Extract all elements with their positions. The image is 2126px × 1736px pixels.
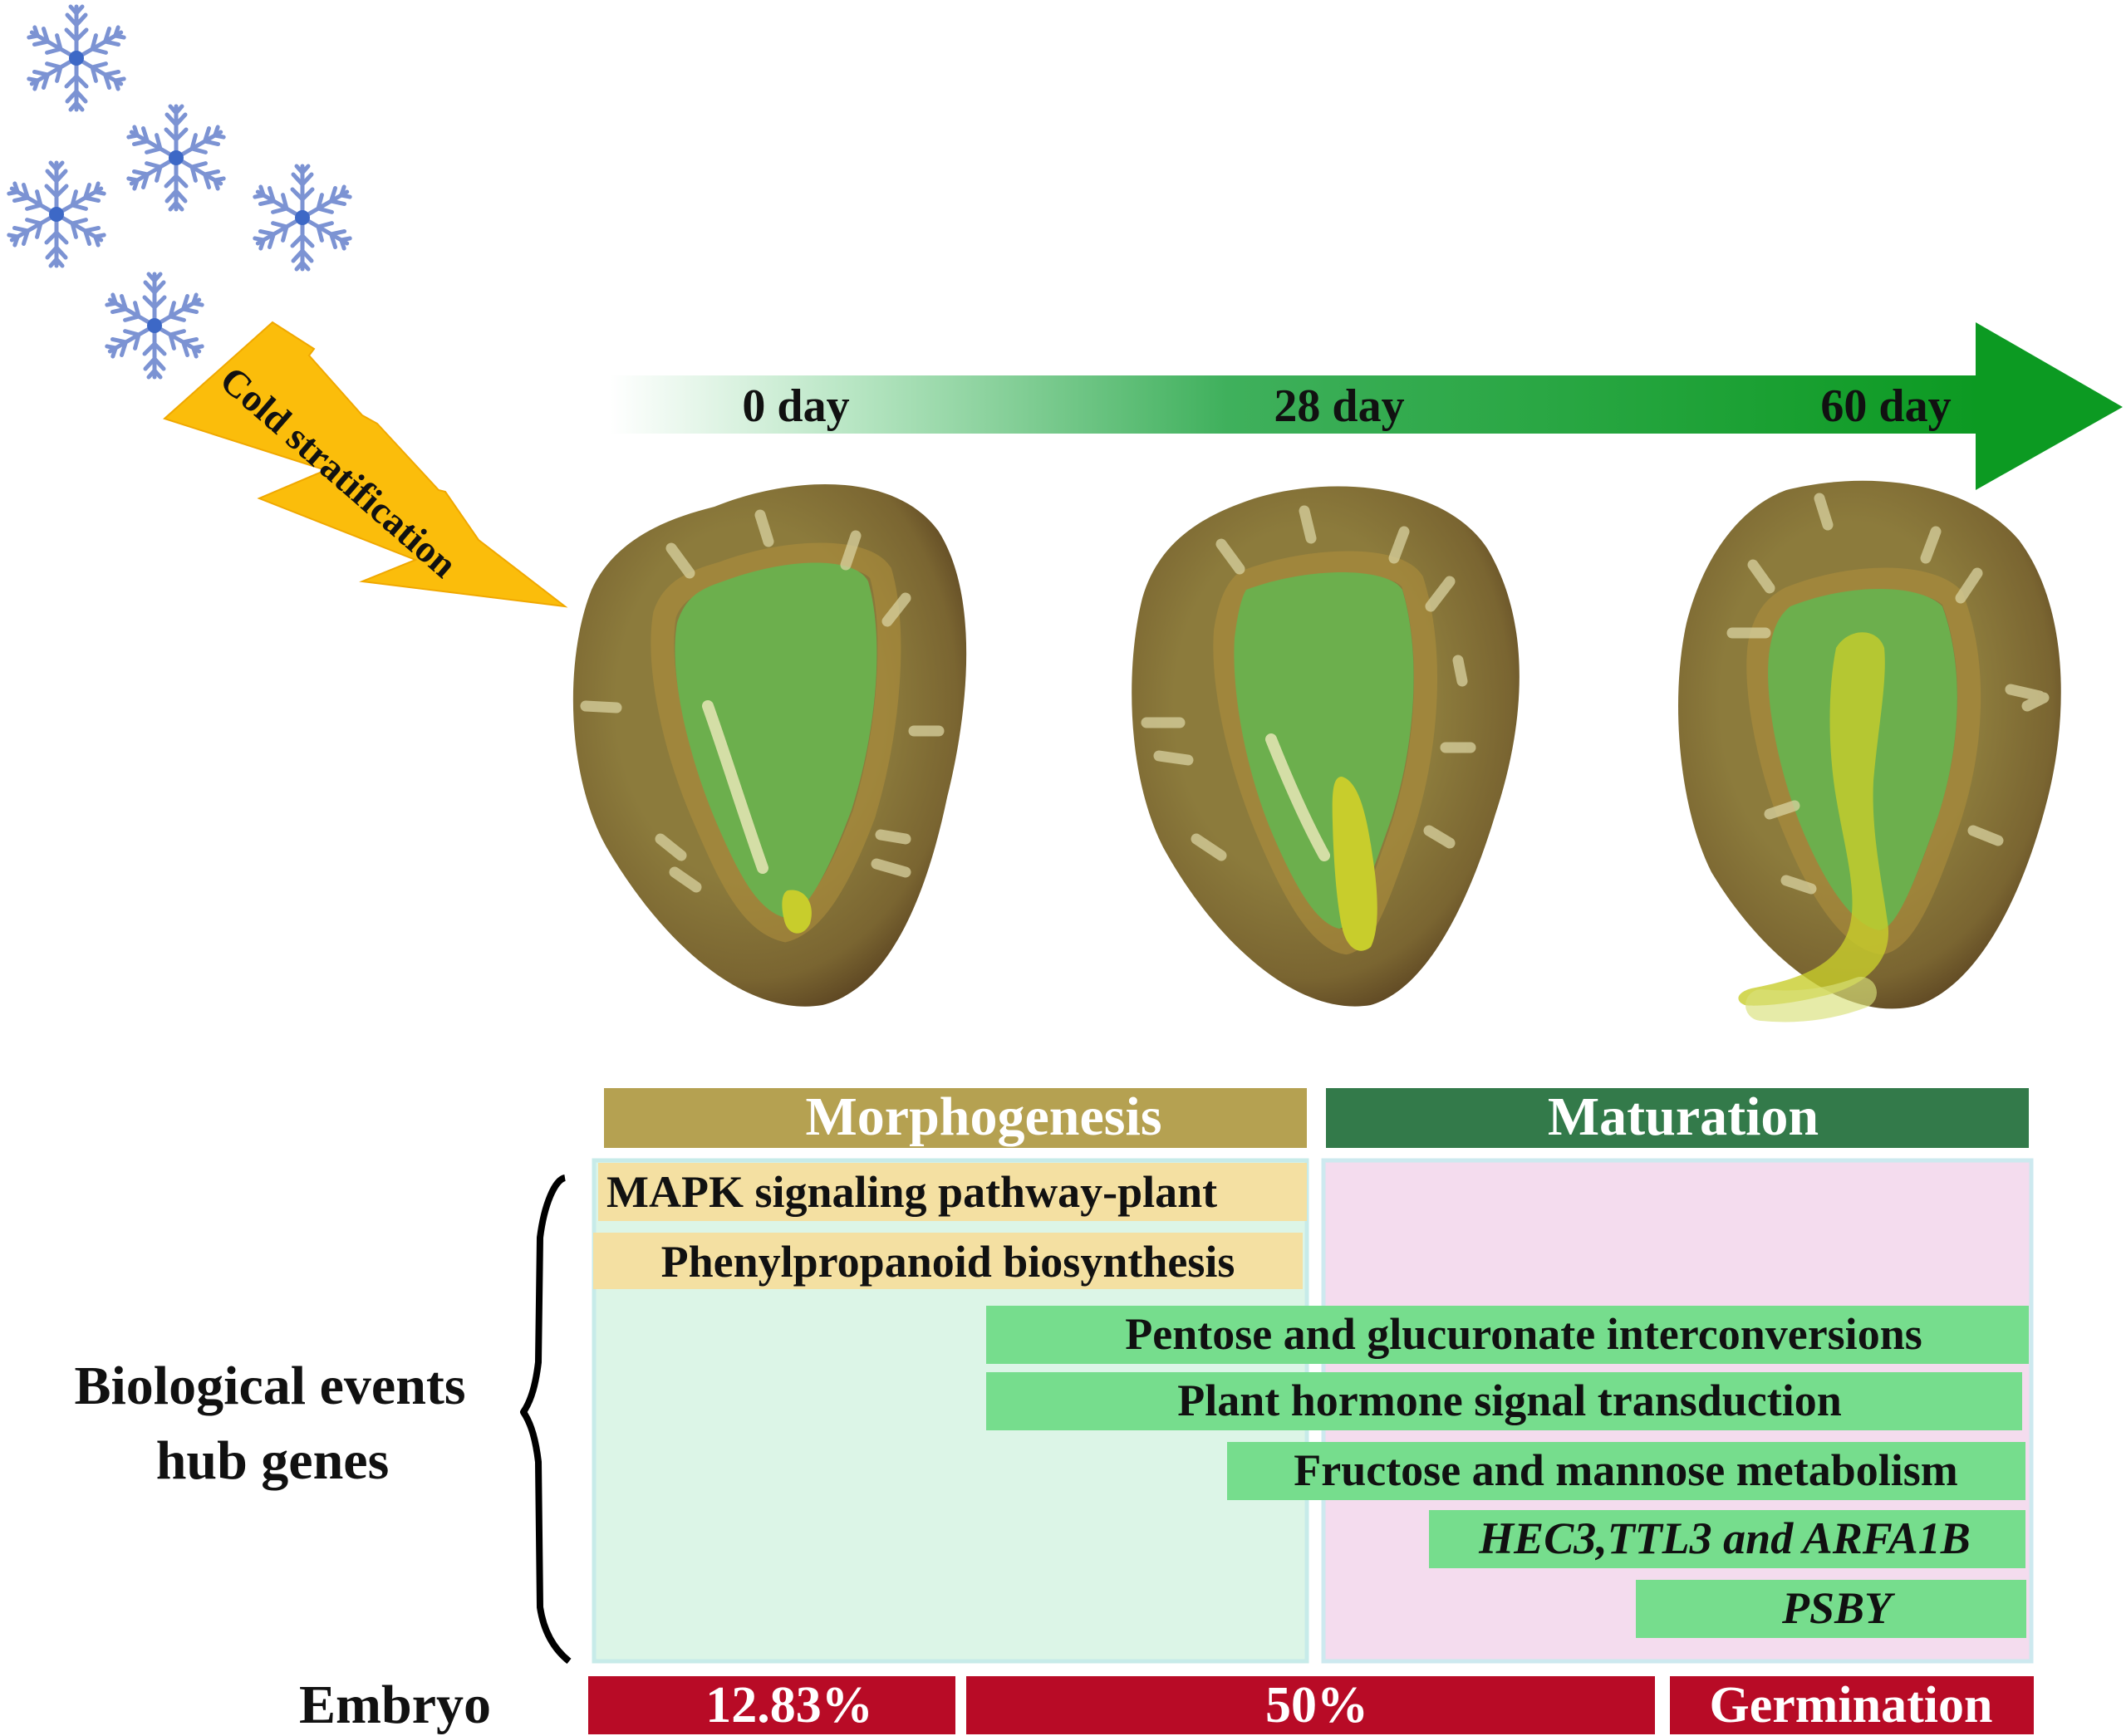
- timeline-arrow: [611, 322, 2123, 490]
- embryo-bar: [588, 1676, 955, 1734]
- phase-label-maturation: Maturation: [1548, 1086, 1819, 1147]
- snowflake-icon: [105, 274, 204, 377]
- event-label: Plant hormone signal transduction: [1177, 1376, 1842, 1425]
- event-label-genes: HEC3,TTL3 and ARFA1B: [1478, 1513, 1971, 1563]
- embryo-bar: [966, 1676, 1655, 1734]
- phase-label-morphogenesis: Morphogenesis: [806, 1086, 1162, 1147]
- snowflake-icon: [27, 7, 125, 110]
- event-label: Fructose and mannose metabolism: [1294, 1445, 1957, 1495]
- event-bar: [1227, 1442, 2025, 1500]
- side-label-line1: Biological events: [74, 1356, 465, 1416]
- embryo-bar: [1670, 1676, 2034, 1734]
- snowflake-icon: [126, 106, 225, 209]
- embryo-value: Germination: [1710, 1677, 1993, 1734]
- phase-bar-maturation: [1326, 1088, 2029, 1148]
- snowflake-icon: [7, 163, 106, 266]
- event-bar: [593, 1233, 1303, 1289]
- seed-60-day: [1678, 480, 2061, 1022]
- embryo-value: 12.83%: [705, 1677, 873, 1734]
- day-label-28: 28 day: [1274, 380, 1404, 432]
- snowflake-icon: [253, 166, 351, 269]
- event-bar: [598, 1163, 1307, 1221]
- event-bar: [986, 1372, 2022, 1430]
- side-label-line2: hub genes: [156, 1430, 390, 1491]
- embryo-value: 50%: [1265, 1677, 1368, 1734]
- lightning-bolt-icon: [163, 321, 568, 608]
- event-label-genes: PSBY: [1781, 1583, 1896, 1633]
- seed-28-day: [1132, 486, 1520, 1007]
- event-label: Pentose and glucuronate interconversions: [1125, 1309, 1922, 1359]
- event-label: Phenylpropanoid biosynthesis: [661, 1237, 1235, 1287]
- phase-bar-morphogenesis: [604, 1088, 1307, 1148]
- event-label: MAPK signaling pathway-plant: [606, 1167, 1217, 1217]
- event-bar: [986, 1306, 2029, 1364]
- day-label-0: 0 day: [742, 380, 849, 432]
- embryo-label: Embryo: [299, 1675, 491, 1735]
- day-label-60: 60 day: [1820, 380, 1951, 432]
- event-bar: [1429, 1510, 2025, 1568]
- seed-0-day: [572, 483, 967, 1007]
- event-bar: [1636, 1580, 2026, 1638]
- brace: [520, 1174, 572, 1665]
